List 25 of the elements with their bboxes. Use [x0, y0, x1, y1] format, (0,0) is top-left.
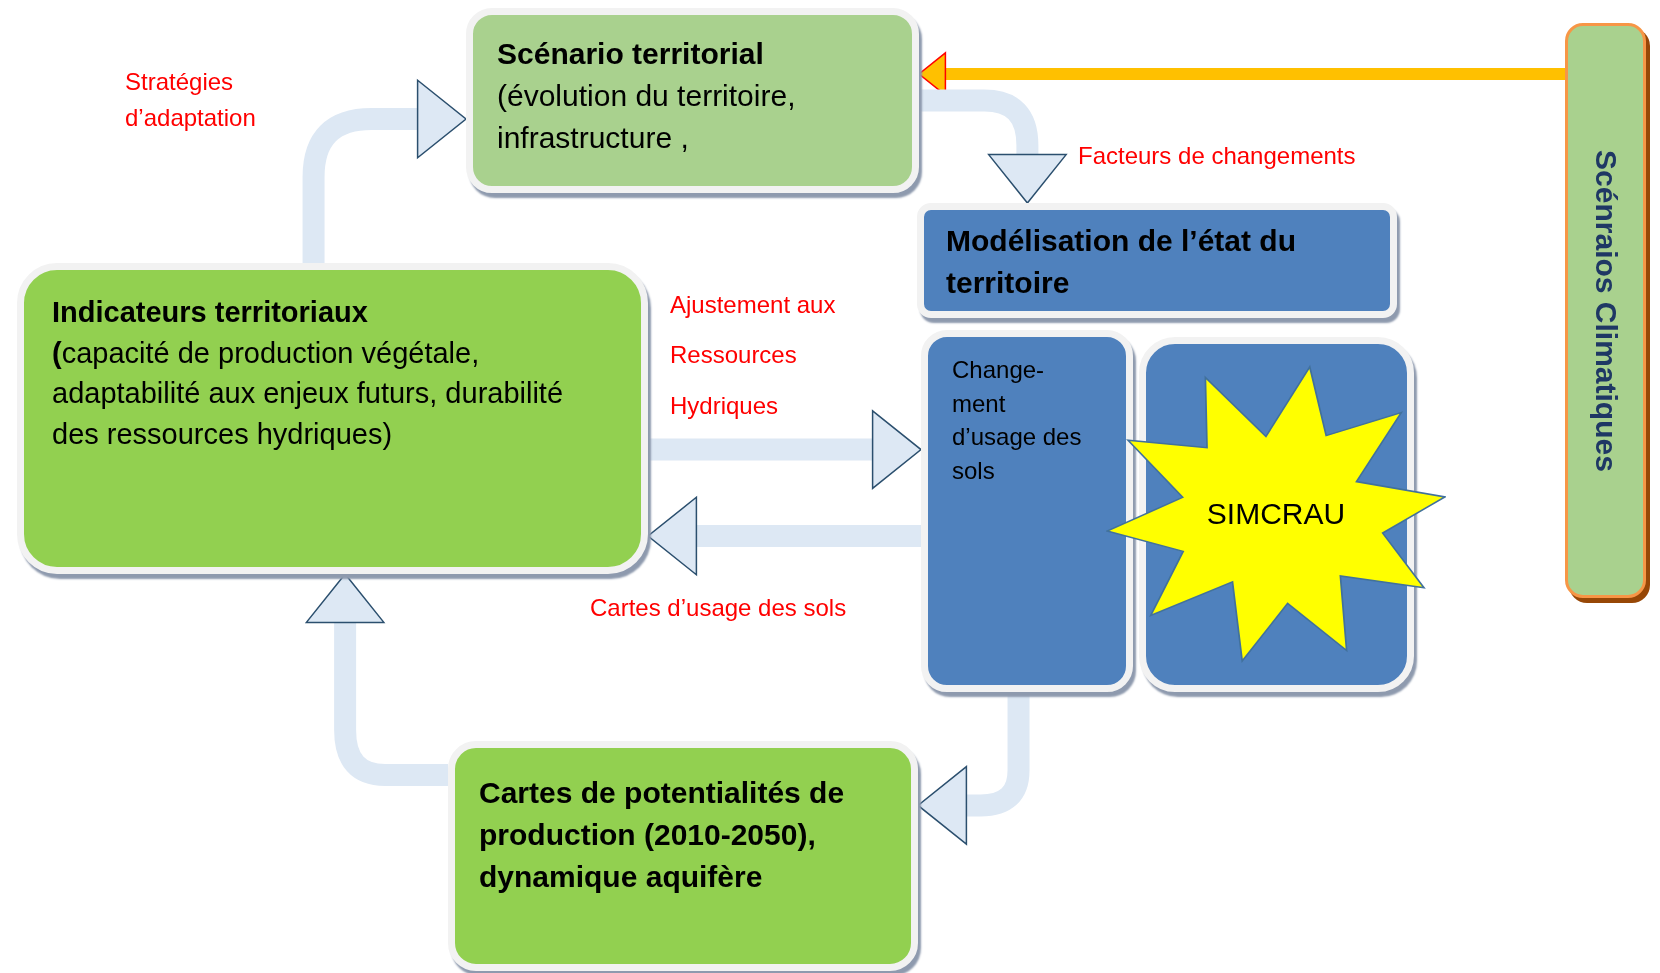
process-box [921, 330, 1133, 692]
band-title: Scénraios Climatiques [1588, 149, 1624, 472]
result-box [448, 741, 918, 971]
block-arrow [917, 692, 1030, 845]
result-box [17, 263, 648, 574]
box-text: (évolution du territoire, infrastructure , [497, 78, 797, 156]
box-title: Indicateurs territoriaux [52, 295, 369, 330]
edge-label: Ajustement aux Ressources Hydriques [670, 290, 837, 421]
block-arrow [305, 573, 448, 786]
box-text: Cartes de potentialités de production (2010-2050), dynamique aquifère [479, 775, 846, 895]
box-text: Modélisation de l’état du territoire [946, 223, 1298, 301]
block-arrow [647, 496, 921, 576]
model-name: SIMCRAU [1206, 496, 1346, 532]
box-text: Change-ment d’usage des sols [952, 355, 1083, 486]
edge-label: Stratégies d’adaptation [125, 67, 257, 133]
block-arrow [648, 410, 922, 490]
process-box [917, 203, 1397, 318]
starburst [1106, 364, 1446, 664]
scenario-box [466, 8, 919, 193]
box-text: (capacité de production végétale, adaptabilité aux enjeux futurs, durabilité des ressources hydriques) [52, 335, 565, 452]
block-arrow [919, 89, 1067, 204]
edge-label: Facteurs de changements [1078, 141, 1357, 171]
box-title: Scénario territorial [497, 36, 765, 72]
block-arrow [302, 79, 467, 263]
edge-label: Cartes d’usage des sols [590, 593, 848, 623]
